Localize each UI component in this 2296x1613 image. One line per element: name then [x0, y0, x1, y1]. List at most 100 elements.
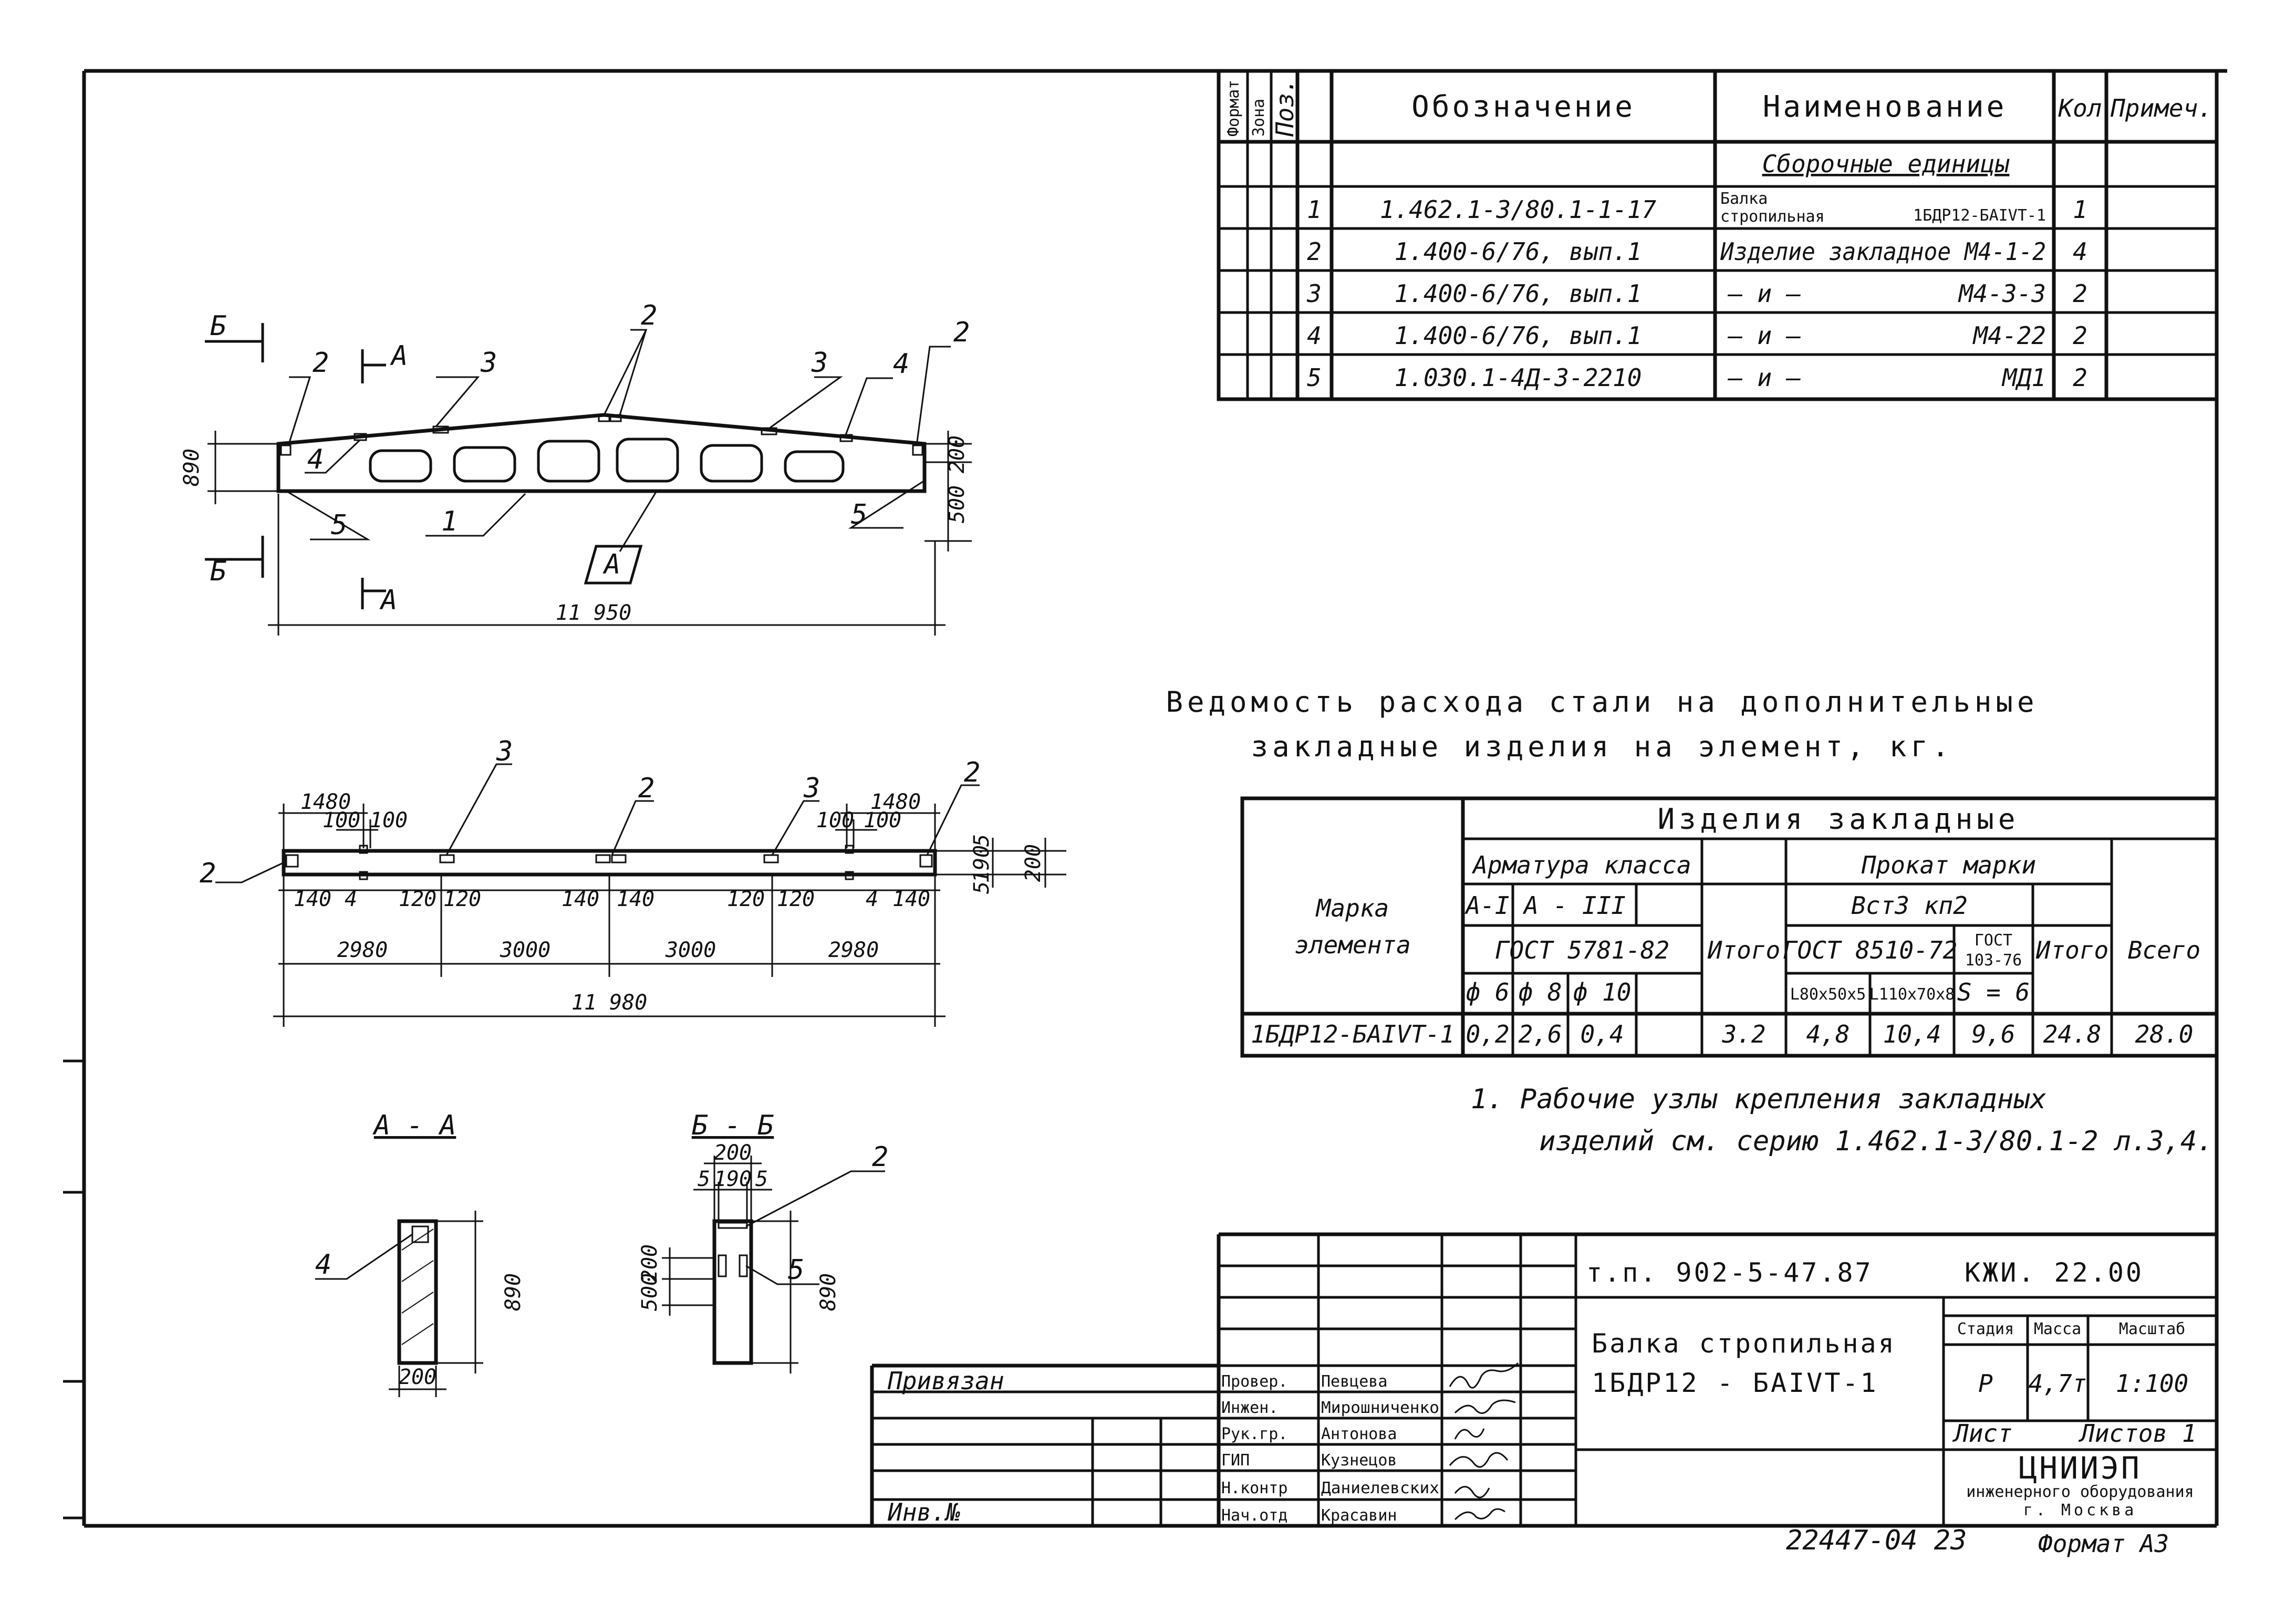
callout-1: 1: [441, 506, 458, 537]
dim-plan-top: 100: [323, 808, 360, 832]
row-pos: 1: [1307, 195, 1322, 224]
row-designation: 1.400-6/76, вып.1: [1395, 237, 1642, 266]
callout-2: 2: [872, 1141, 888, 1173]
note-line1: 1. Рабочие узлы крепления закладных: [1471, 1084, 2046, 1115]
row-qty: 2: [2073, 321, 2087, 350]
h-mark-line2: элемента: [1294, 931, 1411, 959]
row-d10: 0,4: [1580, 1020, 1624, 1048]
h-grand: Всего: [2128, 936, 2200, 964]
callout-2: 2: [964, 757, 980, 788]
callout-2: 2: [200, 858, 216, 889]
row-d8: 2,6: [1518, 1020, 1562, 1048]
callout-4: 4: [893, 348, 909, 380]
steel-table-title-line2: закладные изделия на элемент, кг.: [1251, 730, 1954, 763]
tb-person: Певцева: [1321, 1372, 1387, 1391]
footer-format: Формат А3: [2038, 1529, 2169, 1558]
section-aa-outline: [397, 1219, 438, 1365]
steel-consumption-table: Ведомость расхода стали на дополнительны…: [1166, 685, 2219, 1058]
dim-plan-bottom: 4: [866, 887, 878, 911]
h-d6: ф 6: [1466, 978, 1509, 1006]
dim-plan-right: 5: [970, 881, 994, 894]
callout-5: 5: [851, 499, 867, 530]
dim-plan-right: 200: [1021, 844, 1045, 882]
h-steel: Вст3 кп2: [1851, 891, 1968, 920]
callout-4: 4: [315, 1249, 331, 1281]
dim-width: 200: [399, 1365, 437, 1389]
tb-org-line3: г. Москва: [2023, 1501, 2137, 1520]
dim-plan-bottom: 140: [617, 887, 654, 911]
header-format: Формат: [1224, 80, 1243, 137]
header-zone: Зона: [1250, 99, 1268, 137]
callout-3: 3: [496, 736, 513, 767]
row-pos: 3: [1306, 279, 1322, 308]
header-designation: Обозначение: [1411, 90, 1635, 124]
h-total2: Итого: [2035, 936, 2108, 964]
callout-5: 5: [331, 509, 347, 541]
callout-2: 2: [641, 300, 657, 331]
dim-plan-bottom: 120: [777, 887, 815, 911]
tb-person: Мирошниченко: [1321, 1399, 1439, 1417]
steel-table-title-line1: Ведомость расхода стали на дополнительны…: [1166, 685, 2039, 719]
dim-plan-top: 100: [864, 808, 901, 832]
beam-plan-view: 2 3 2 3 2 1480 100 100 1480 100 100: [200, 736, 1066, 1027]
dim-top: 5: [755, 1167, 768, 1191]
callout-4: 4: [307, 444, 324, 475]
dim-left: 500: [638, 1273, 662, 1311]
tb-code: КЖИ. 22.00: [1965, 1257, 2144, 1288]
row-name-ditto: — и —: [1727, 363, 1801, 392]
row-grand: 28.0: [2135, 1020, 2194, 1048]
specification-table: Формат Зона Поз. Обозначение Наименовани…: [1217, 69, 2219, 401]
h-gost-8510: ГОСТ 8510-72: [1783, 936, 1957, 964]
tb-person: Даниелевских: [1321, 1479, 1439, 1497]
h-l80: L80x50x5: [1790, 985, 1866, 1004]
h-rolled: Прокат марки: [1861, 851, 2036, 879]
tb-scale-label: Масштаб: [2119, 1320, 2185, 1338]
beam-outline: [276, 413, 927, 493]
tb-role: Инжен.: [1221, 1399, 1278, 1417]
section-mark-a: А: [390, 340, 408, 372]
row-d6: 0,2: [1466, 1020, 1509, 1048]
tb-role: Рук.гр.: [1221, 1425, 1287, 1443]
h-gost-103-line1: ГОСТ: [1975, 931, 2012, 950]
tb-mass: 4,7т: [2029, 1369, 2087, 1398]
dim-top: 200: [945, 435, 969, 473]
h-l110: L110x70x8: [1869, 985, 1955, 1004]
section-mark-b: Б: [210, 556, 226, 587]
footer-archive: 22447-04 23: [1786, 1525, 1967, 1556]
table-row: 5 1.030.1-4Д-3-2210 — и — МД1 2: [1307, 363, 2087, 392]
tb-org-line1: ЦНИИЭП: [2019, 1450, 2142, 1486]
row-total2: 24.8: [2043, 1020, 2102, 1048]
tb-project: т.п. 902-5-47.87: [1586, 1257, 1873, 1288]
tb-role: Провер.: [1221, 1372, 1287, 1391]
callout-2: 2: [638, 773, 654, 804]
row-qty: 2: [2073, 279, 2087, 308]
h-a-i: А-I: [1464, 891, 1509, 920]
section-bb-outline: [712, 1219, 753, 1365]
table-row: 3 1.400-6/76, вып.1 — и — М4-3-3 2: [1306, 279, 2087, 308]
dim-plan-bottom: 120: [399, 887, 437, 911]
dim-top: 5: [698, 1167, 710, 1191]
dim-total: 11 980: [572, 991, 648, 1015]
row-s6: 9,6: [1971, 1020, 2015, 1048]
row-name-ditto: — и —: [1727, 321, 1801, 350]
table-row: 1 1.462.1-3/80.1-1-17 Балка стропильная …: [1307, 190, 2087, 226]
tb-mass-label: Масса: [2034, 1320, 2081, 1338]
detail-tag: А: [602, 549, 620, 580]
header-name: Наименование: [1763, 90, 2007, 124]
header-qty: Кол: [2058, 94, 2102, 122]
row-designation: 1.462.1-3/80.1-1-17: [1380, 195, 1656, 224]
tb-title-line1: Балка стропильная: [1592, 1328, 1896, 1359]
web-openings: [369, 438, 845, 483]
row-name-top: Балка: [1720, 190, 1768, 208]
table-row: 1БДР12-БАIVТ-1 0,2 2,6 0,4 3.2 4,8 10,4 …: [1251, 1020, 2193, 1048]
signatures: [1449, 1362, 1519, 1521]
tb-role: Н.контр: [1221, 1479, 1287, 1497]
row-name: М4-3-3: [1958, 279, 2046, 308]
dim-plan-bottom: 4: [345, 887, 357, 911]
row-name: МД1: [2001, 363, 2046, 392]
dim-length: 11 950: [556, 601, 632, 625]
row-designation: 1.030.1-4Д-3-2210: [1395, 363, 1642, 392]
callout-2: 2: [313, 347, 329, 379]
row-pos: 2: [1307, 237, 1322, 266]
